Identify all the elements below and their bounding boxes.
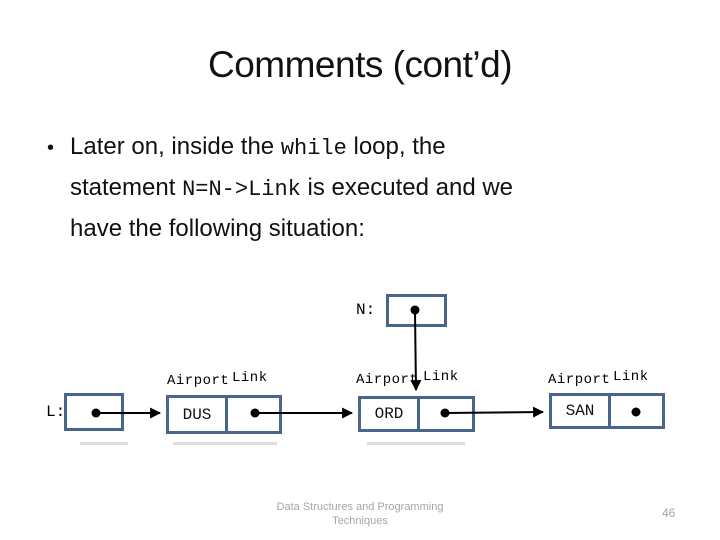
node-ord: ORD: [358, 396, 475, 432]
pointer-label-n: N:: [356, 301, 376, 319]
field-label-airport: Airport: [167, 373, 230, 389]
slide-title: Comments (cont’d): [207, 44, 513, 85]
node-link-cell: [608, 396, 662, 426]
bullet-line-2: statement N=N->Link is executed and we: [70, 168, 513, 209]
page-number: 46: [662, 506, 676, 520]
bullet-segment: is executed and we: [300, 174, 514, 201]
bullet-text: Later on, inside the while loop, the sta…: [70, 127, 513, 248]
box-shadow: [173, 442, 277, 445]
pointer-box-n: [386, 294, 447, 327]
bullet-line-3: have the following situation:: [70, 209, 513, 248]
bullet-segment: loop, the: [346, 133, 446, 160]
node-link-cell: [225, 398, 279, 431]
box-shadow: [367, 442, 465, 445]
bullet-segment: statement: [70, 174, 183, 201]
code-statement: N=N->Link: [182, 177, 301, 202]
field-label-link: Link: [232, 370, 268, 386]
pointer-label-l: L:: [46, 403, 66, 421]
field-label-airport: Airport: [548, 372, 611, 388]
field-label-link: Link: [423, 369, 459, 385]
node-airport-value: ORD: [374, 405, 404, 423]
node-dus: DUS: [166, 395, 282, 434]
box-shadow: [80, 442, 128, 445]
field-label-airport: Airport: [356, 372, 419, 388]
bullet-segment: have the following situation:: [70, 215, 365, 242]
bullet-segment: Later on, inside the: [70, 133, 281, 160]
field-label-link: Link: [613, 369, 649, 385]
pointer-box-l: [64, 393, 124, 431]
bullet-line-1: Later on, inside the while loop, the: [70, 127, 513, 168]
footer-text: Data Structures and Programming Techniqu…: [276, 501, 444, 527]
bullet-marker: •: [47, 137, 55, 159]
node-airport-value: DUS: [182, 405, 212, 424]
node-airport-value: SAN: [565, 402, 595, 420]
node-link-cell: [417, 399, 472, 429]
node-san: SAN: [549, 393, 665, 429]
code-while: while: [280, 136, 347, 161]
